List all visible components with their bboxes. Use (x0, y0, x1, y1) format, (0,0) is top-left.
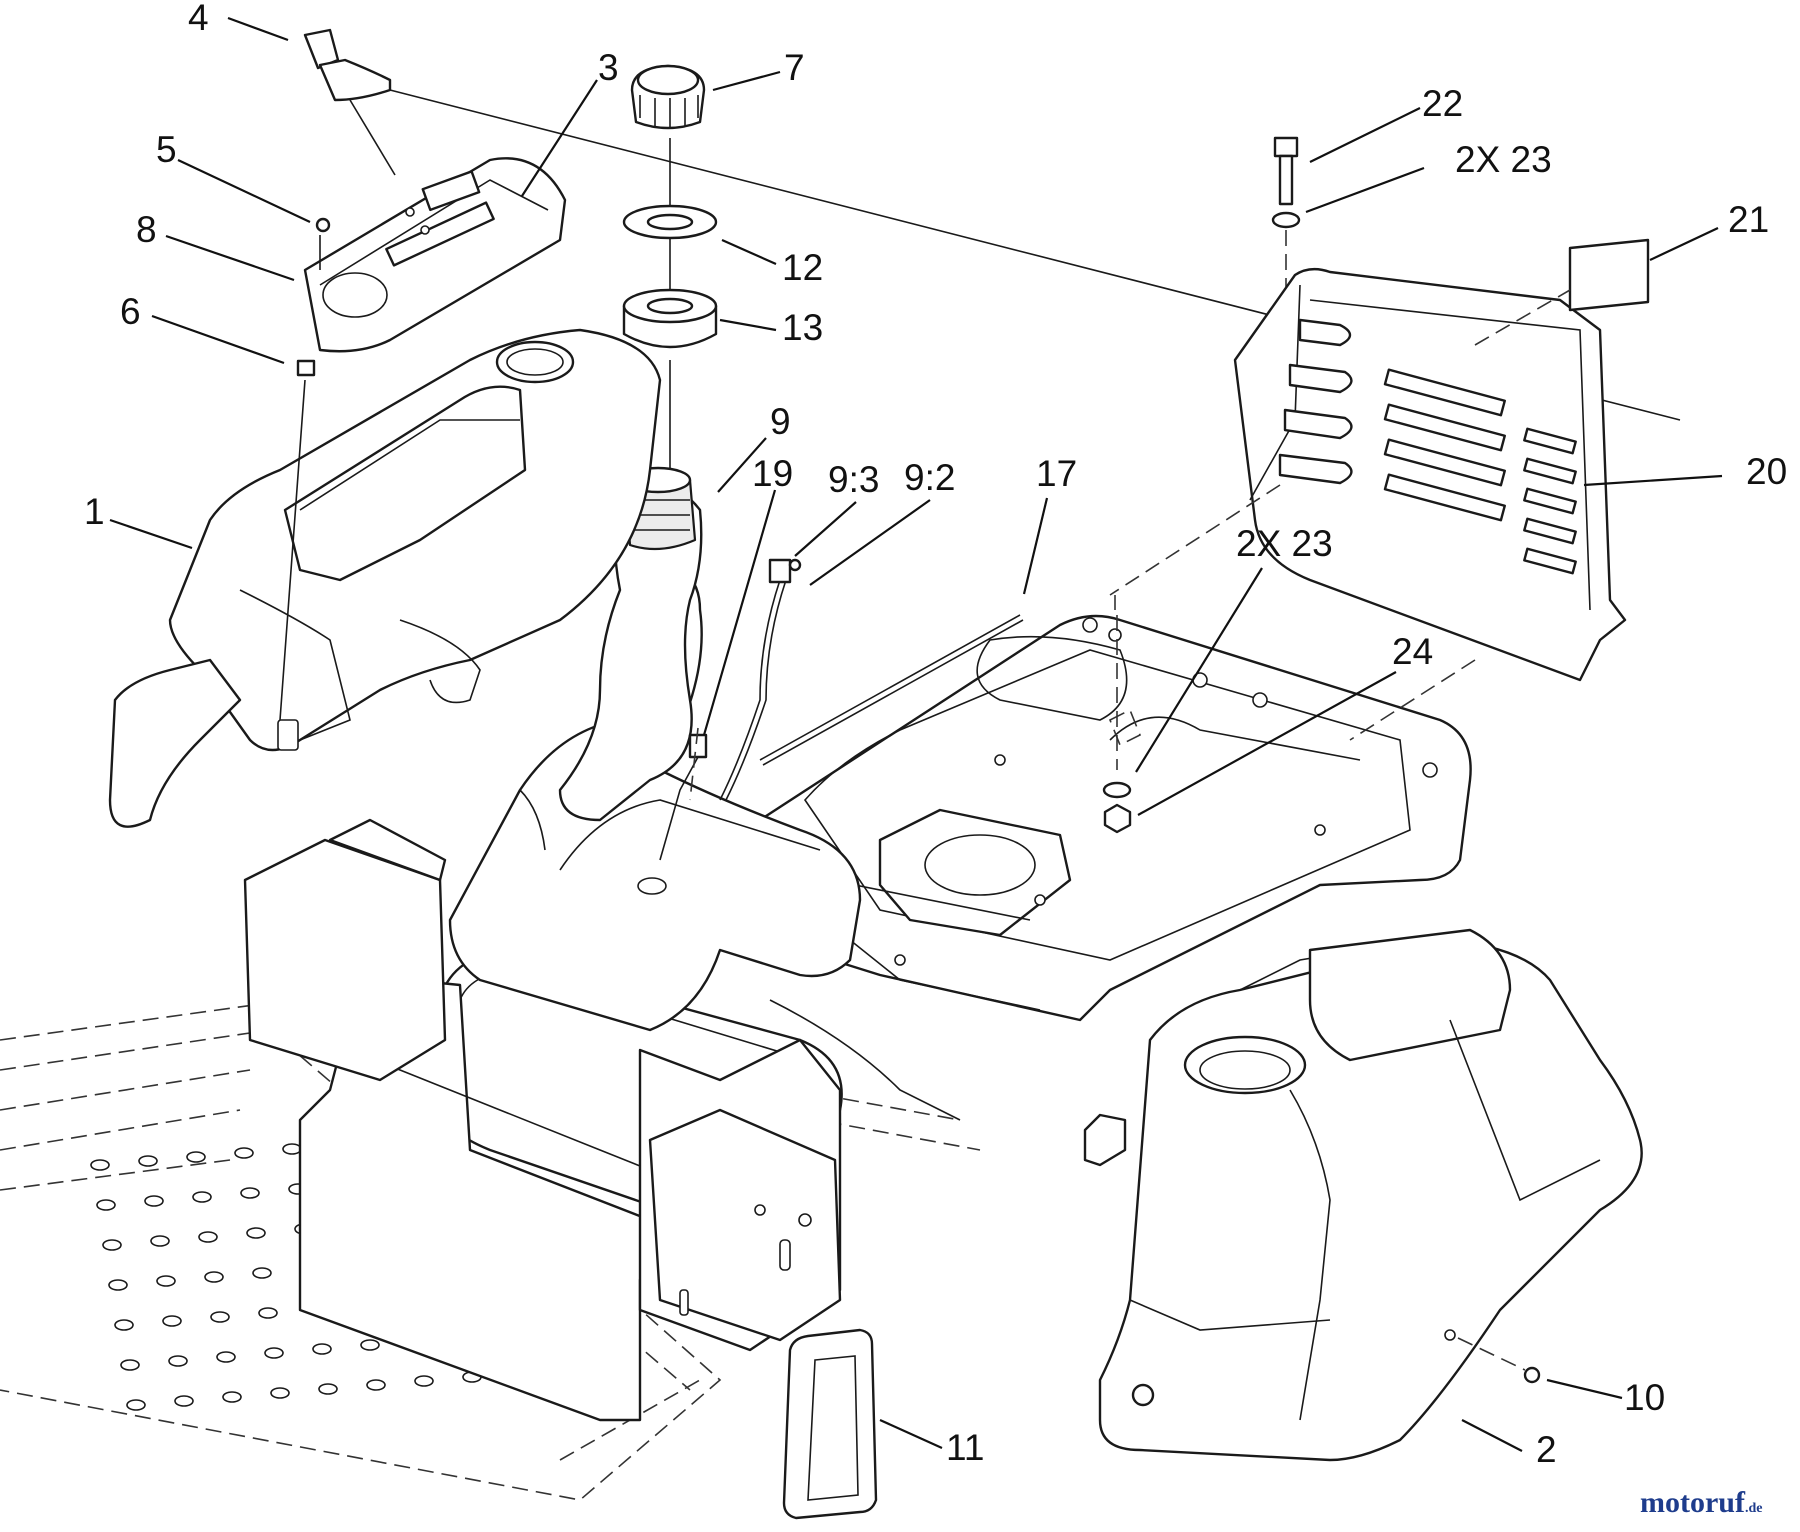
floor-hole (96, 1199, 116, 1211)
watermark-logo: motoruf.de (1640, 1486, 1762, 1519)
callout-20: 20 (1746, 451, 1787, 492)
floor-hole (234, 1147, 254, 1159)
callout-21: 21 (1728, 199, 1769, 240)
floor-hole (150, 1235, 170, 1247)
nut-24 (1103, 803, 1132, 834)
floor-hole (270, 1387, 290, 1399)
callout-9: 9 (770, 401, 791, 442)
callout-9-2: 9:2 (904, 457, 955, 498)
fuel-line (719, 558, 802, 801)
floor-hole (318, 1383, 338, 1395)
floor-hole (90, 1159, 110, 1171)
floor-hole (162, 1315, 182, 1327)
floor-hole (114, 1319, 134, 1331)
floor-hole (414, 1375, 434, 1387)
callout-5: 5 (156, 129, 177, 170)
callout-9-3: 9:3 (828, 459, 879, 500)
decal-21 (1568, 238, 1650, 312)
right-fender (1083, 928, 1643, 1462)
callout-11: 11 (946, 1427, 984, 1468)
callout-2x23-mid: 2X 23 (1236, 523, 1333, 564)
decal-11 (782, 1328, 878, 1520)
floor-hole (366, 1379, 386, 1391)
floor-hole (102, 1239, 122, 1251)
clip-6 (296, 359, 316, 377)
heat-shield (1233, 267, 1627, 682)
floor-hole (258, 1307, 278, 1319)
floor-hole (192, 1191, 212, 1203)
floor-hole (126, 1399, 146, 1411)
leader-lines (109, 16, 1723, 1452)
floor-hole (204, 1271, 224, 1283)
throttle-lever (303, 28, 392, 102)
floor-hole (120, 1359, 140, 1371)
washer-23-lower (1102, 781, 1132, 799)
battery-tray (243, 818, 843, 1422)
floor-hole (264, 1347, 284, 1359)
callout-3: 3 (598, 47, 619, 88)
svg-text:motoruf.de: motoruf.de (1640, 1486, 1762, 1519)
floor-hole (312, 1343, 332, 1355)
callout-1: 1 (84, 491, 105, 532)
callout-2: 2 (1536, 1429, 1557, 1470)
screw-10 (1523, 1366, 1541, 1384)
floor-hole (222, 1391, 242, 1403)
washer-23-top (1271, 211, 1301, 229)
floor-hole (246, 1227, 266, 1239)
floor-hole (210, 1311, 230, 1323)
watermark-name: motoruf (1640, 1486, 1746, 1519)
callout-12: 12 (782, 247, 823, 288)
floor-hole (282, 1143, 302, 1155)
floor-hole (138, 1155, 158, 1167)
left-fender (108, 328, 662, 828)
callout-17: 17 (1036, 453, 1077, 494)
callout-8: 8 (136, 209, 157, 250)
watermark-suffix: .de (1745, 1501, 1763, 1516)
gasket-13 (622, 288, 718, 349)
floor-hole (186, 1151, 206, 1163)
callout-13: 13 (782, 307, 823, 348)
callout-10: 10 (1624, 1377, 1665, 1418)
floor-hole (108, 1279, 128, 1291)
callout-7: 7 (784, 47, 805, 88)
floor-hole (198, 1231, 218, 1243)
gasket-12 (622, 204, 718, 240)
callout-6: 6 (120, 291, 141, 332)
floor-hole (174, 1395, 194, 1407)
floor-hole (252, 1267, 272, 1279)
floor-hole (240, 1187, 260, 1199)
callout-labels: 4 3 7 22 2X 23 5 8 12 21 6 13 9 19 9:3 9… (84, 0, 1787, 1470)
screw-5 (315, 217, 331, 233)
floor-hole (168, 1355, 188, 1367)
callout-19: 19 (752, 453, 793, 494)
floor-hole (156, 1275, 176, 1287)
control-panel (303, 157, 567, 353)
floor-hole (360, 1339, 380, 1351)
fuel-valve-19 (659, 733, 708, 861)
floor-hole (144, 1195, 164, 1207)
callout-2x23-top: 2X 23 (1455, 139, 1552, 180)
callout-24: 24 (1392, 631, 1433, 672)
floor-hole (216, 1351, 236, 1363)
callout-22: 22 (1422, 83, 1463, 124)
bolt-22 (1273, 136, 1299, 206)
wire-17 (759, 614, 1021, 761)
callout-4: 4 (188, 0, 209, 38)
fuel-cap (630, 64, 706, 130)
